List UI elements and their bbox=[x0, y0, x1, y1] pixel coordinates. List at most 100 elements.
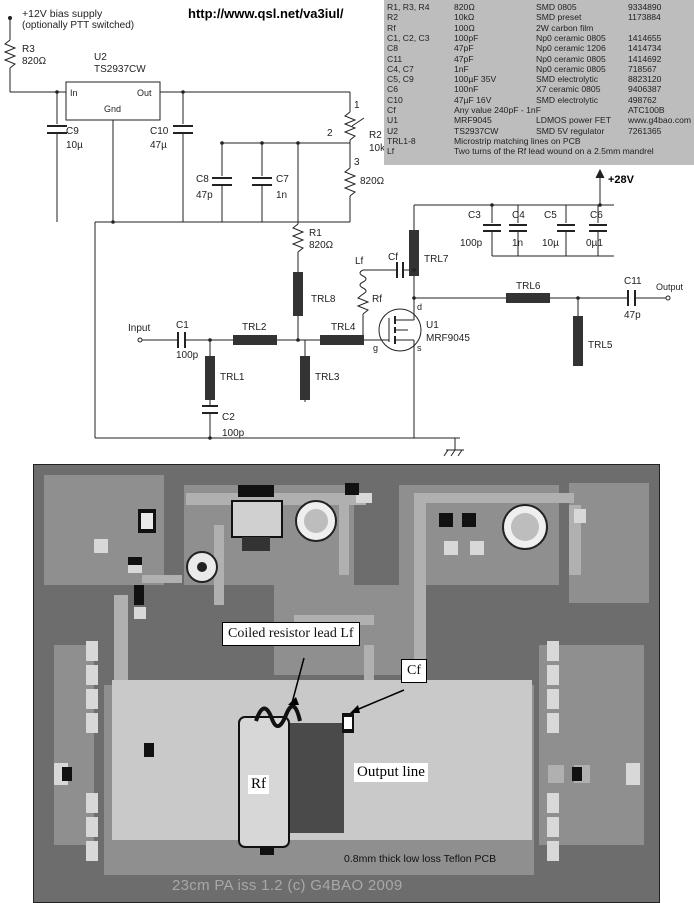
schematic-diagram bbox=[3, 16, 671, 457]
bom-part[interactable]: www.g4bao.com bbox=[628, 115, 692, 126]
bom-note-ref-text: Lf bbox=[387, 146, 395, 157]
bom-part: 1414692 bbox=[628, 53, 662, 64]
bom-type: 2W carbon film bbox=[536, 22, 594, 33]
bom-value: 47µF 16V bbox=[454, 94, 492, 105]
bom-part: 498762 bbox=[628, 94, 657, 105]
bom-value: 100µF 35V bbox=[454, 74, 497, 85]
r2-value: 10k bbox=[369, 143, 386, 154]
fet-pin-g: g bbox=[373, 343, 379, 353]
c6-value: 0µ1 bbox=[586, 238, 603, 249]
bom-ref: C5, C9 bbox=[387, 74, 414, 85]
bom-part: ATC100B bbox=[628, 105, 665, 115]
bom-part: 1414655 bbox=[628, 32, 662, 43]
fet-pin-s: s bbox=[417, 343, 422, 353]
c11-value: 47p bbox=[624, 310, 641, 321]
bom-part: 8823120 bbox=[628, 74, 662, 85]
bom-type: X7 ceramic 0805 bbox=[536, 84, 601, 95]
c1-label: C1 bbox=[176, 320, 189, 331]
bom-row: Rf 100Ω 2W carbon film bbox=[384, 23, 694, 33]
r1-label: R1 bbox=[309, 228, 322, 239]
bom-part: 9406387 bbox=[628, 84, 662, 95]
u2-label: U2 bbox=[94, 52, 107, 63]
bom-part: 7261365 bbox=[628, 125, 662, 136]
bom-ref: C4, C7 bbox=[387, 63, 414, 74]
bom-ref: R2 bbox=[387, 12, 398, 23]
trl2-label: TRL2 bbox=[242, 322, 267, 333]
c5-value: 10µ bbox=[542, 238, 559, 249]
bom-note-ref: Lf bbox=[384, 146, 694, 156]
lf-label: Lf bbox=[355, 256, 364, 267]
bom-ref: C6 bbox=[387, 84, 398, 95]
fet-pin-d: d bbox=[417, 302, 423, 312]
bom-value: MRF9045 bbox=[454, 115, 492, 126]
bom-part: 718567 bbox=[628, 63, 657, 74]
bom-type: SMD electrolytic bbox=[536, 74, 599, 85]
trl1-label: TRL1 bbox=[220, 372, 245, 383]
trl7-label: TRL7 bbox=[424, 254, 449, 265]
bom-ref: U1 bbox=[387, 115, 398, 126]
pcb-note: 0.8mm thick low loss Teflon PCB bbox=[344, 853, 497, 865]
trl5-label: TRL5 bbox=[588, 340, 613, 351]
c9-label: C9 bbox=[66, 126, 79, 137]
u2-pin-in: In bbox=[70, 88, 78, 98]
bom-part: 1173884 bbox=[628, 12, 661, 23]
bom-type: SMD 0805 bbox=[536, 2, 577, 12]
output-label: Output bbox=[656, 282, 684, 292]
c4-label: C4 bbox=[512, 210, 525, 221]
bom-part: 9334890 bbox=[628, 2, 662, 12]
bom-type: SMD 5V regulator bbox=[536, 125, 605, 136]
c6-label: C6 bbox=[590, 210, 603, 221]
c7-label: C7 bbox=[276, 174, 289, 185]
u2-part: TS2937CW bbox=[94, 64, 146, 75]
bom-row: C5, C9 100µF 35V SMD electrolytic 8823120 bbox=[384, 74, 694, 84]
bom-type: Np0 ceramic 1206 bbox=[536, 43, 606, 54]
c10-value: 47µ bbox=[150, 140, 167, 151]
bom-type: SMD electrolytic bbox=[536, 94, 599, 105]
r2-pin1: 1 bbox=[354, 100, 360, 111]
bom-ref: Cf bbox=[387, 105, 396, 115]
bom-value: 47pF bbox=[454, 43, 474, 54]
bom-value: 10kΩ bbox=[454, 12, 475, 23]
bom-ref: C10 bbox=[387, 94, 403, 105]
bom-ref: U2 bbox=[387, 125, 398, 136]
c4-value: 1n bbox=[512, 238, 524, 249]
r2-pin2: 2 bbox=[327, 128, 333, 139]
r1-value: 820Ω bbox=[309, 240, 334, 251]
callout-cf: Cf bbox=[401, 659, 427, 683]
r3-value: 820Ω bbox=[22, 56, 47, 67]
bias-note-label: (optionally PTT switched) bbox=[22, 20, 135, 31]
u2-pin-out: Out bbox=[137, 88, 152, 98]
bom-note: Two turns of the Rf lead wound on a 2.5m… bbox=[454, 146, 654, 157]
output-line-label: Output line bbox=[354, 763, 428, 782]
bom-row: C10 47µF 16V SMD electrolytic 498762 bbox=[384, 95, 694, 105]
bom-ref: C1, C2, C3 bbox=[387, 32, 430, 43]
u1-label: U1 bbox=[426, 320, 439, 331]
r3-label: R3 bbox=[22, 44, 35, 55]
callout-lf: Coiled resistor lead Lf bbox=[222, 622, 360, 646]
rf-body-label: Rf bbox=[248, 775, 269, 794]
bom-ref: Rf bbox=[387, 22, 396, 33]
bom-value: Microstrip matching lines on PCB bbox=[454, 135, 581, 146]
pcb-title: 23cm PA iss 1.2 (c) G4BAO 2009 bbox=[172, 877, 403, 894]
bom-type: Np0 ceramic 0805 bbox=[536, 53, 606, 64]
c10-label: C10 bbox=[150, 126, 169, 137]
bom-value: 100Ω bbox=[454, 22, 475, 33]
c3-value: 100p bbox=[460, 238, 483, 249]
source-url[interactable]: http://www.qsl.net/va3iul/ bbox=[188, 6, 344, 21]
pcb-artwork bbox=[44, 475, 649, 875]
bom-ref: R1, R3, R4 bbox=[387, 2, 430, 12]
trl3-label: TRL3 bbox=[315, 372, 340, 383]
rf-label: Rf bbox=[372, 294, 382, 305]
input-label: Input bbox=[128, 323, 151, 334]
bom-value: 47pF bbox=[454, 53, 474, 64]
